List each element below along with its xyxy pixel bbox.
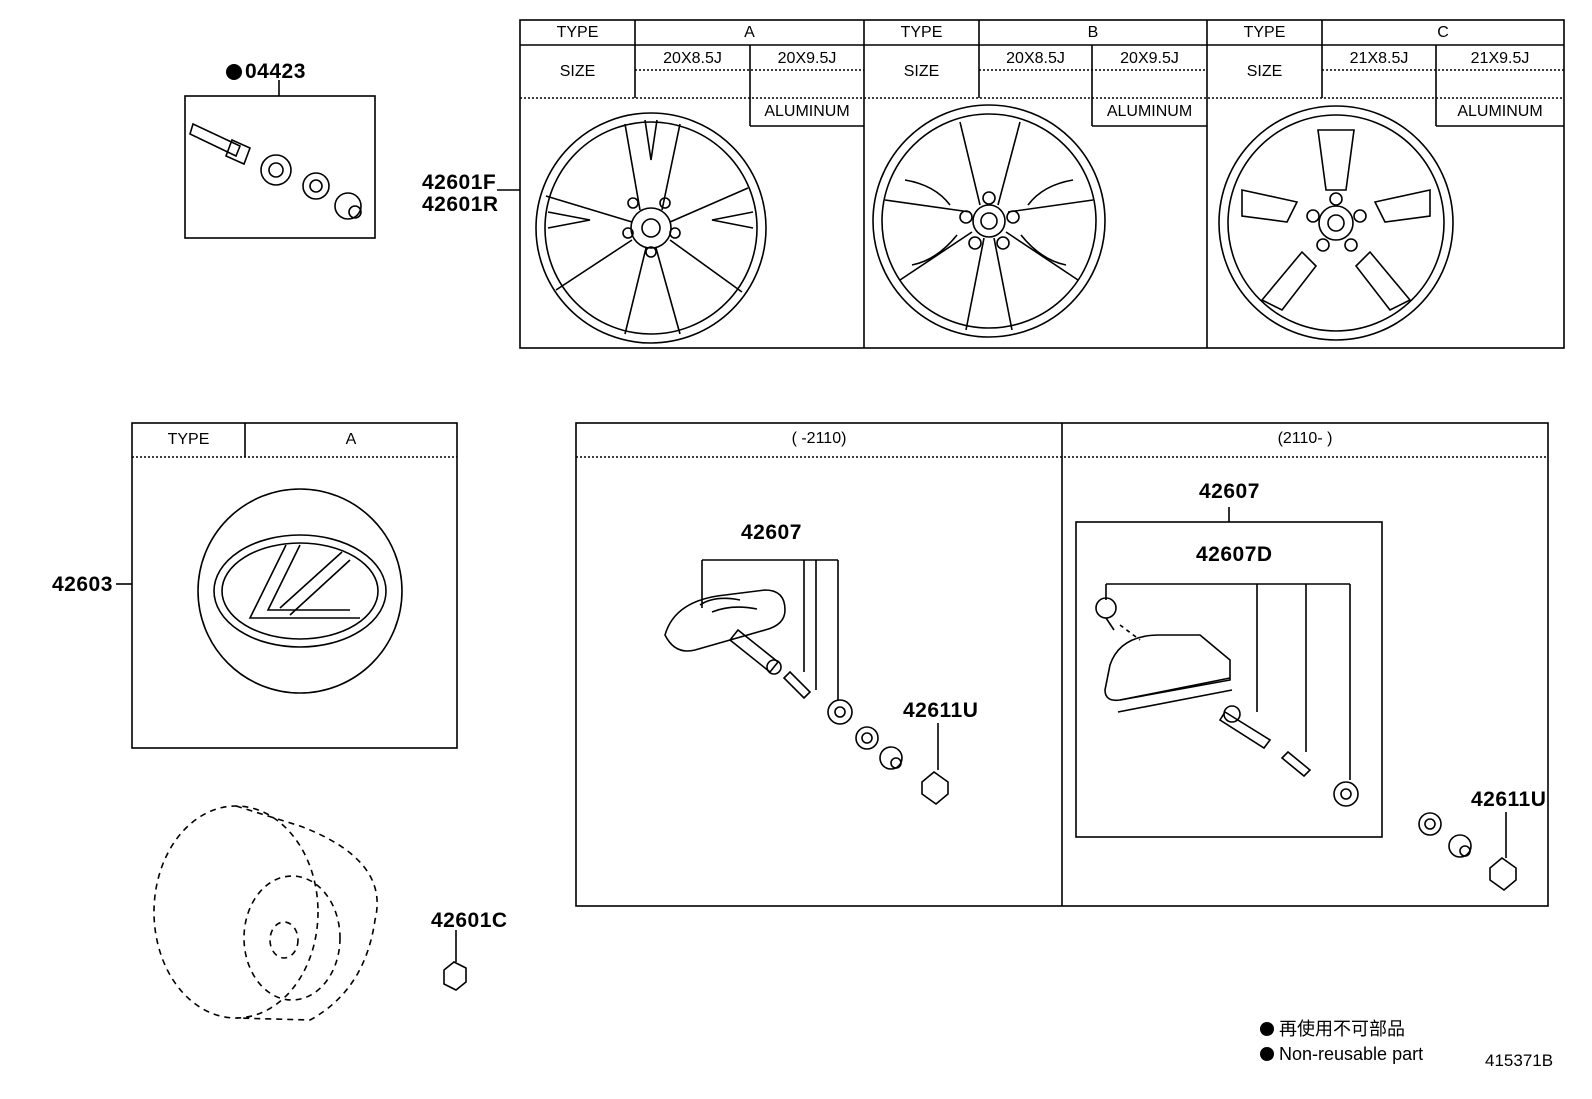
legend-dot-2: [1260, 1047, 1274, 1061]
tpms-right-sensor-part: 42607: [1199, 480, 1260, 503]
ornament-type-value: A: [345, 431, 357, 448]
tpms-left-period: ( -2110): [791, 430, 847, 447]
wheel-size-header-c: SIZE: [1246, 63, 1283, 80]
non-reusable-dot: [226, 64, 242, 80]
wheel-type-c: C: [1437, 24, 1449, 41]
tpms-right-leaders: [1105, 583, 1507, 858]
wheel-table-grid: [519, 19, 1565, 349]
wheel-a-size-rear: 20X9.5J: [777, 50, 837, 67]
wheel-size-header-a: SIZE: [559, 63, 596, 80]
spare-cover-bolt: [443, 961, 467, 991]
wheel-type-header-a: TYPE: [556, 24, 599, 41]
wheel-a-drawing: [535, 112, 767, 344]
ornament-type-header: TYPE: [167, 431, 210, 448]
wheel-c-size-rear: 21X9.5J: [1470, 50, 1530, 67]
wheel-type-header-b: TYPE: [900, 24, 943, 41]
wheel-c-drawing: [1218, 105, 1454, 341]
ornament-table-grid: [131, 422, 458, 749]
wheel-type-a: A: [744, 24, 755, 41]
legend-dot-1: [1260, 1022, 1274, 1036]
wheel-a-size-front: 20X8.5J: [663, 50, 722, 67]
wheel-a-material: ALUMINUM: [764, 103, 850, 120]
valve-kit-part-number: 04423: [245, 60, 306, 83]
wheel-size-header-b: SIZE: [903, 63, 940, 80]
wheel-type-b: B: [1087, 24, 1099, 41]
tpms-left-sensor-part: 42607: [741, 521, 802, 544]
ornament-part-number: 42603: [52, 573, 113, 596]
wheel-b-drawing: [872, 104, 1106, 338]
wheel-b-size-front: 20X8.5J: [1006, 50, 1065, 67]
wheel-part-number-rear: 42601R: [422, 193, 499, 216]
tpms-left-nut-part: 42611U: [903, 699, 979, 722]
tpms-left-leaders: [701, 559, 939, 770]
legend-line-english: Non-reusable part: [1279, 1044, 1424, 1064]
wheel-b-size-rear: 20X9.5J: [1120, 50, 1179, 67]
tpms-right-period: (2110- ): [1277, 430, 1333, 447]
spare-part-number: 42601C: [431, 909, 508, 932]
spare-wheel-drawing: [153, 805, 378, 1021]
illustration-id: 415371B: [1485, 1051, 1554, 1070]
tpms-right-nut-part: 42611U: [1471, 788, 1547, 811]
tpms-left-parts: [664, 589, 949, 806]
legend-line-japanese: 再使用不可部品: [1279, 1019, 1405, 1039]
wheel-b-material: ALUMINUM: [1106, 103, 1193, 120]
valve-kit-parts: [189, 122, 362, 220]
valve-kit-box: [184, 95, 376, 239]
lexus-ornament-drawing: [197, 488, 403, 694]
tpms-right-parts: [1095, 597, 1517, 892]
tpms-right-sub-part: 42607D: [1196, 543, 1273, 566]
wheel-c-material: ALUMINUM: [1457, 103, 1543, 120]
wheel-part-number-front: 42601F: [422, 171, 497, 194]
wheel-type-header-c: TYPE: [1243, 24, 1286, 41]
wheel-c-size-front: 21X8.5J: [1349, 50, 1409, 67]
tpms-table-grid: [575, 422, 1549, 907]
